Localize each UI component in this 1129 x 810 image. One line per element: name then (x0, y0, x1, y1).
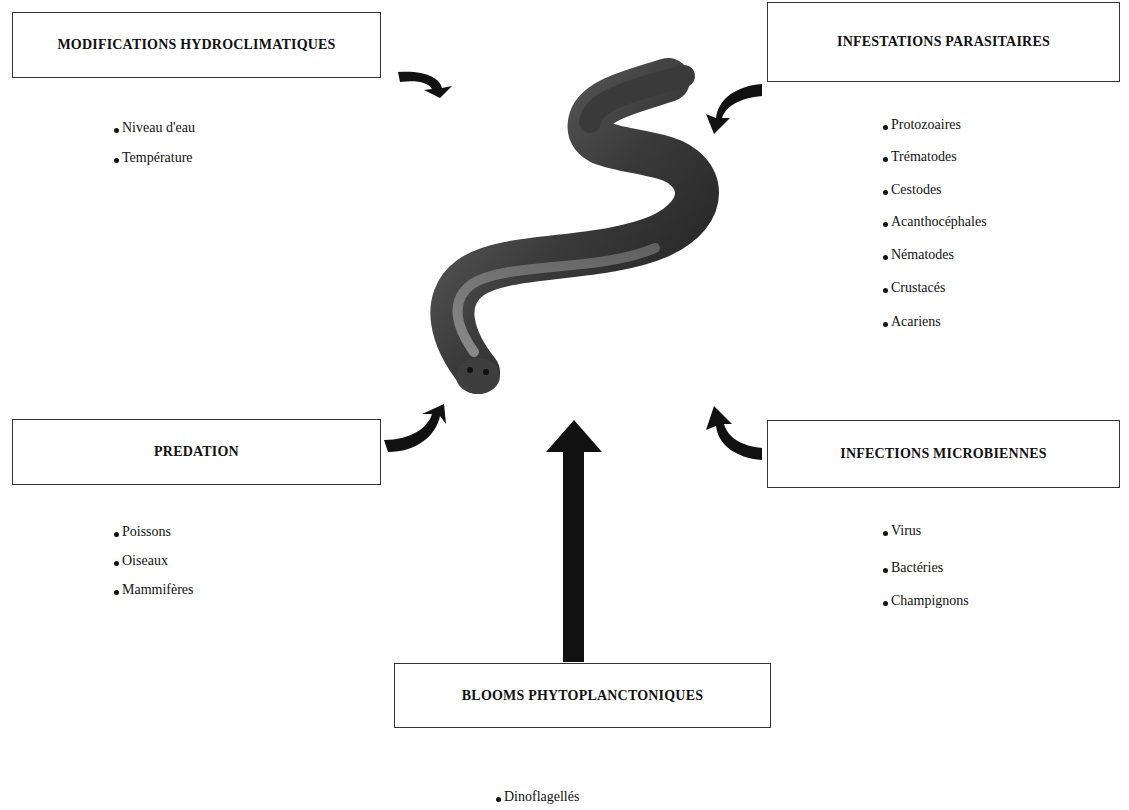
box-heading: INFESTATIONS PARASITAIRES (837, 34, 1050, 50)
bullet-dot (883, 288, 888, 293)
bullet-dot (496, 797, 501, 802)
bullet-dot (114, 532, 119, 537)
list-item: Cestodes (891, 181, 942, 199)
category-box: INFECTIONS MICROBIENNES (767, 420, 1120, 488)
list-item: Acanthocéphales (891, 213, 987, 231)
bullet-dot (114, 128, 119, 133)
bullet-dot (114, 590, 119, 595)
list-item: Trématodes (891, 148, 957, 166)
list-item: Acariens (891, 313, 941, 331)
bullet-dot (883, 157, 888, 162)
bullet-dot (114, 158, 119, 163)
category-box: PREDATION (12, 419, 381, 485)
list-item: Nématodes (891, 246, 954, 264)
box-heading: INFECTIONS MICROBIENNES (840, 446, 1046, 462)
curved-arrow (706, 406, 762, 460)
list-item: Niveau d'eau (122, 119, 195, 137)
list-item: Bactéries (891, 559, 943, 577)
category-box: INFESTATIONS PARASITAIRES (767, 2, 1120, 82)
bullet-dot (883, 125, 888, 130)
list-item: Mammifères (122, 581, 194, 599)
box-heading: BLOOMS PHYTOPLANCTONIQUES (462, 688, 703, 704)
bullet-dot (883, 601, 888, 606)
category-box: MODIFICATIONS HYDROCLIMATIQUES (12, 12, 381, 78)
bullet-dot (883, 255, 888, 260)
curved-arrow (398, 72, 452, 98)
list-item: Dinoflagellés (504, 788, 579, 806)
list-item: Crustacés (891, 279, 945, 297)
bullet-dot (114, 561, 119, 566)
eel-picture (452, 76, 697, 394)
list-item: Protozoaires (891, 116, 961, 134)
list-item: Champignons (891, 592, 969, 610)
list-item: Virus (891, 522, 921, 540)
bullet-dot (883, 322, 888, 327)
list-item: Poissons (122, 523, 171, 541)
box-heading: MODIFICATIONS HYDROCLIMATIQUES (57, 37, 335, 53)
curved-arrow (706, 84, 762, 134)
list-item: Oiseaux (122, 552, 168, 570)
bullet-dot (883, 568, 888, 573)
bullet-dot (883, 222, 888, 227)
bullet-dot (883, 190, 888, 195)
curved-arrow (384, 404, 446, 452)
bullet-dot (883, 531, 888, 536)
box-heading: PREDATION (154, 444, 239, 460)
category-box: BLOOMS PHYTOPLANCTONIQUES (394, 663, 771, 728)
straight-arrow (546, 420, 602, 662)
curved-arrows (384, 72, 762, 662)
list-item: Température (122, 149, 193, 167)
